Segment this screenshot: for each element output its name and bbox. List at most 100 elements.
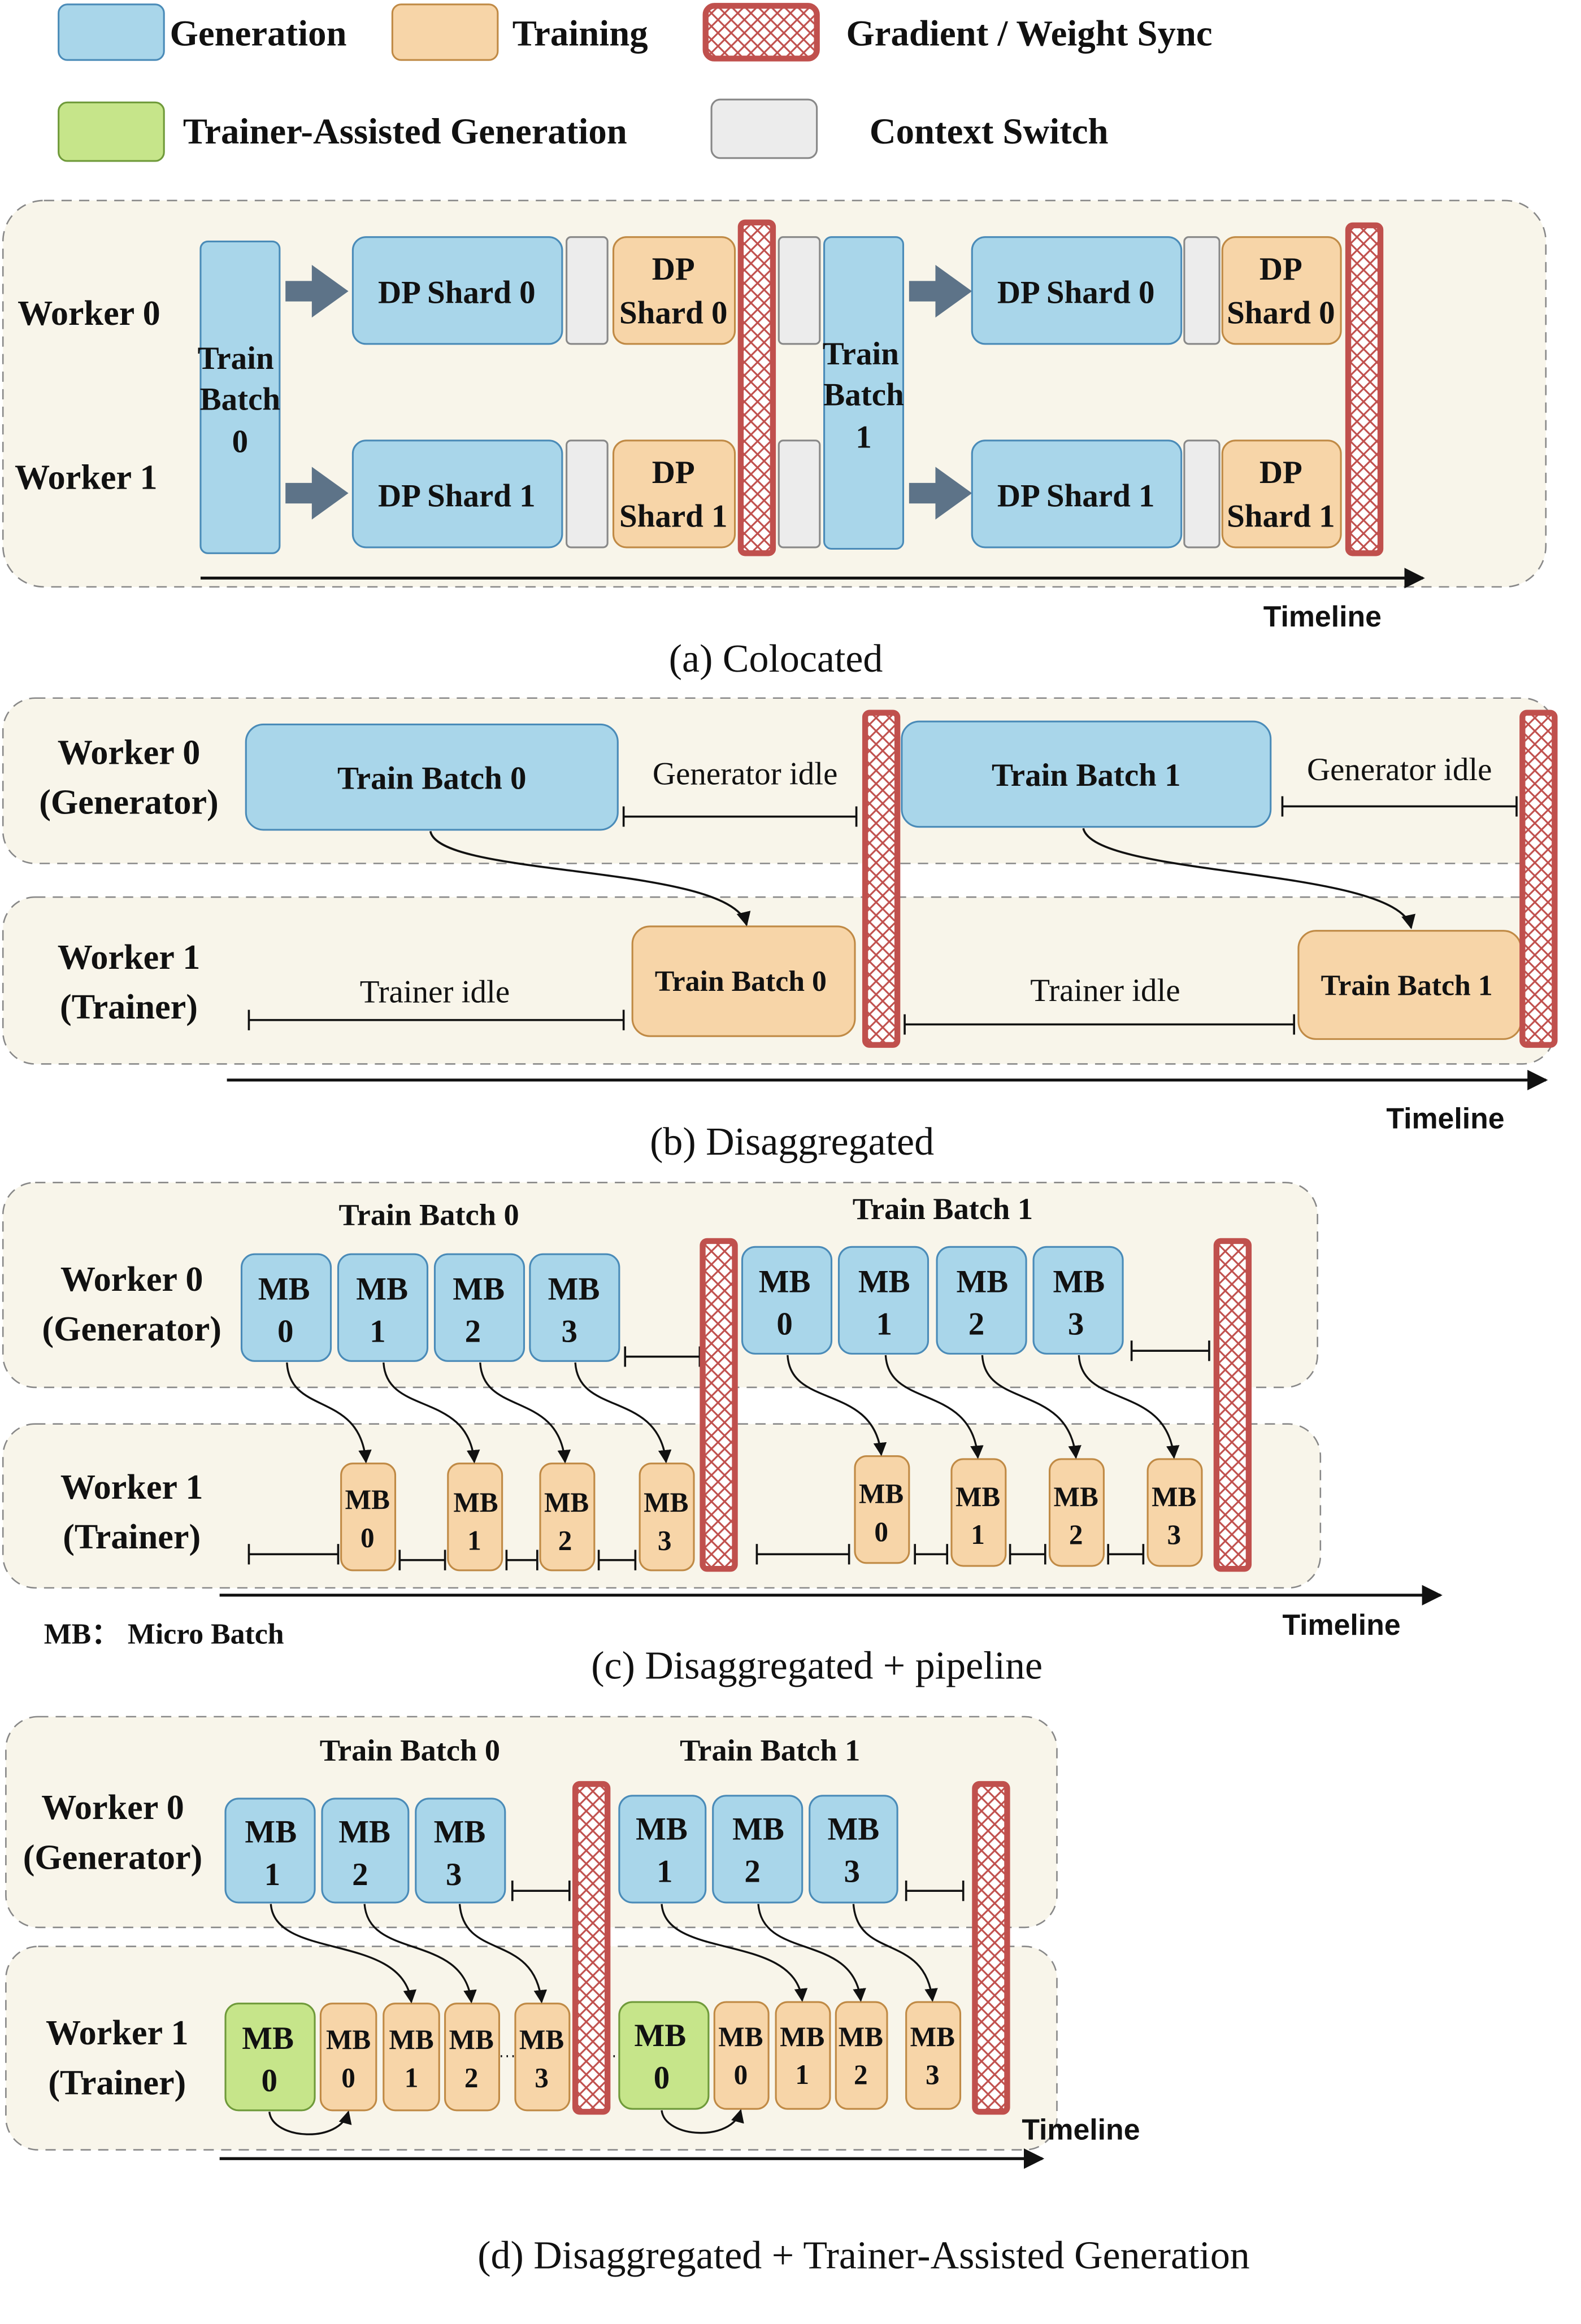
- fat-arrow-icon: [909, 467, 972, 520]
- train-batch1-line2: Batch: [823, 377, 904, 413]
- micro-batch-prefix: MB: [780, 2021, 824, 2052]
- panel-b-caption: (b) Disaggregated: [650, 1120, 934, 1164]
- generator-worker-label: Worker 0: [58, 733, 201, 772]
- micro-batch-generation: MB 3: [529, 1253, 620, 1362]
- micro-batch-training: MB 1: [383, 2003, 440, 2112]
- gen-train-batch1-label: Train Batch 1: [992, 758, 1181, 793]
- generator-worker-sub: (Generator): [42, 1310, 221, 1348]
- micro-batch-id: 0: [360, 1522, 375, 1553]
- trainer-worker-label: Worker 1: [60, 1468, 203, 1507]
- micro-batch-id: 3: [1167, 1519, 1181, 1550]
- micro-batch-id: 2: [558, 1525, 572, 1556]
- micro-batch-id: 1: [795, 2059, 809, 2090]
- dp-shard1-training: [1221, 439, 1342, 549]
- micro-batch-prefix: MB: [956, 1264, 1008, 1300]
- legend-generation-swatch: [58, 3, 165, 61]
- micro-batch-box: [1032, 1246, 1124, 1355]
- micro-batch-id: 3: [535, 2062, 549, 2093]
- micro-batch-generation: MB 3: [1032, 1246, 1124, 1355]
- micro-batch-id: 1: [971, 1519, 985, 1550]
- micro-batch-id: 3: [844, 1854, 861, 1890]
- micro-batch-box: [1146, 1458, 1203, 1567]
- micro-batch-id: 2: [744, 1854, 761, 1890]
- dp-shard0-generation: [351, 236, 563, 345]
- micro-batch-box: [775, 2001, 831, 2110]
- micro-batch-prefix: MB: [955, 1481, 1000, 1512]
- legend-assisted-label: Trainer-Assisted Generation: [183, 111, 627, 152]
- trainer-worker-sub: (Trainer): [48, 2064, 186, 2102]
- micro-batch-box: [415, 1798, 506, 1904]
- fat-arrow-icon: [285, 264, 349, 318]
- micro-batch-transfer-arrow: [479, 1362, 571, 1464]
- weight-sync-bar: [1213, 1238, 1252, 1572]
- panel-c-caption: (c) Disaggregated + pipeline: [591, 1644, 1043, 1688]
- dp-shard0-training: [612, 236, 736, 345]
- train-batch0-line2: Batch: [200, 381, 280, 417]
- gen-train-batch0: [245, 723, 619, 831]
- batch1-heading: Train Batch 1: [853, 1192, 1033, 1226]
- micro-batch-generation: MB 0: [741, 1246, 833, 1355]
- micro-batch-box: [539, 1463, 596, 1572]
- micro-batch-id: 3: [1068, 1307, 1084, 1342]
- micro-batch-id: 1: [370, 1314, 386, 1350]
- micro-batch-training: MB 3: [514, 2003, 571, 2112]
- weight-sync-bar: [1345, 222, 1384, 556]
- micro-batch-training: MB 3: [639, 1463, 695, 1572]
- micro-batch-id: 3: [926, 2059, 940, 2090]
- micro-batch-box: [321, 1798, 410, 1904]
- weight-sync-bar: [737, 219, 776, 556]
- micro-batch-id: 3: [562, 1314, 578, 1350]
- micro-batch-id: 2: [968, 1307, 985, 1342]
- legend-sync-swatch: [702, 3, 820, 62]
- micro-batch-id: 3: [446, 1857, 462, 1892]
- micro-batch-training: MB 3: [1146, 1458, 1203, 1567]
- micro-batch-prefix: MB: [345, 1484, 390, 1515]
- legend-context: Context Switch: [710, 98, 1109, 159]
- train-batch1-line3: 1: [855, 420, 872, 455]
- micro-batch-transfer-arrow: [661, 1904, 808, 2002]
- weight-sync-bar: [700, 1238, 738, 1572]
- timeline-label: Timeline: [1263, 600, 1382, 633]
- micro-batch-prefix: MB: [732, 1811, 784, 1847]
- dp-shard0-generation: [971, 236, 1183, 345]
- micro-batch-generation: MB 2: [712, 1795, 803, 1904]
- train-batch1-generation: [823, 236, 905, 550]
- generator-worker-label: Worker 0: [41, 1788, 184, 1827]
- panel-disaggregated: Worker 0 (Generator) Worker 1 (Trainer) …: [2, 697, 1558, 1164]
- micro-batch-transfer-arrow: [787, 1355, 887, 1456]
- micro-batch-generation: MB 1: [337, 1253, 429, 1362]
- batch0-heading: Train Batch 0: [338, 1198, 519, 1231]
- legend-assisted-swatch: [58, 101, 165, 162]
- legend-assisted: Trainer-Assisted Generation: [58, 101, 627, 162]
- micro-batch-prefix: MB: [858, 1264, 910, 1300]
- legend-training-swatch: [391, 3, 499, 61]
- micro-batch-prefix: MB: [718, 2021, 763, 2052]
- micro-batch-transfer-arrow: [574, 1362, 672, 1464]
- micro-batch-prefix: MB: [839, 2021, 883, 2052]
- fat-arrow-icon: [285, 467, 349, 520]
- micro-batch-id: 1: [876, 1307, 893, 1342]
- context-switch: [1183, 236, 1221, 345]
- trainer-worker-label: Worker 1: [58, 938, 201, 977]
- micro-batch-training: MB 2: [835, 2001, 888, 2110]
- trainer-idle-label: Trainer idle: [360, 974, 510, 1010]
- fat-arrow-icon: [909, 264, 972, 318]
- micro-batch-id: 2: [352, 1857, 368, 1892]
- legend-generation: Generation: [58, 3, 346, 61]
- batch-transfer-arrow: [1082, 828, 1415, 929]
- trainer-train-batch1-label: Train Batch 1: [1321, 970, 1493, 1002]
- micro-batch-training: MB 1: [950, 1458, 1007, 1567]
- timeline-label: Timeline: [1282, 1608, 1400, 1641]
- micro-batch-id: 0: [277, 1314, 294, 1350]
- micro-batch-id: 2: [854, 2059, 868, 2090]
- dp-shard0-generation-label: DP Shard 0: [997, 275, 1155, 310]
- micro-batch-training: MB 0: [713, 2001, 770, 2110]
- legend: Generation Training Gradient / Weight Sy…: [58, 3, 1213, 162]
- micro-batch-trainer-assisted: MB 0: [224, 2003, 316, 2112]
- micro-batch-prefix: MB: [1152, 1481, 1196, 1512]
- micro-batch-generation: MB 1: [837, 1246, 930, 1355]
- micro-batch-prefix: MB: [1053, 1264, 1105, 1300]
- micro-batch-prefix: MB: [910, 2021, 955, 2052]
- micro-batch-prefix: MB: [544, 1487, 589, 1518]
- micro-batch-box: [618, 2001, 710, 2110]
